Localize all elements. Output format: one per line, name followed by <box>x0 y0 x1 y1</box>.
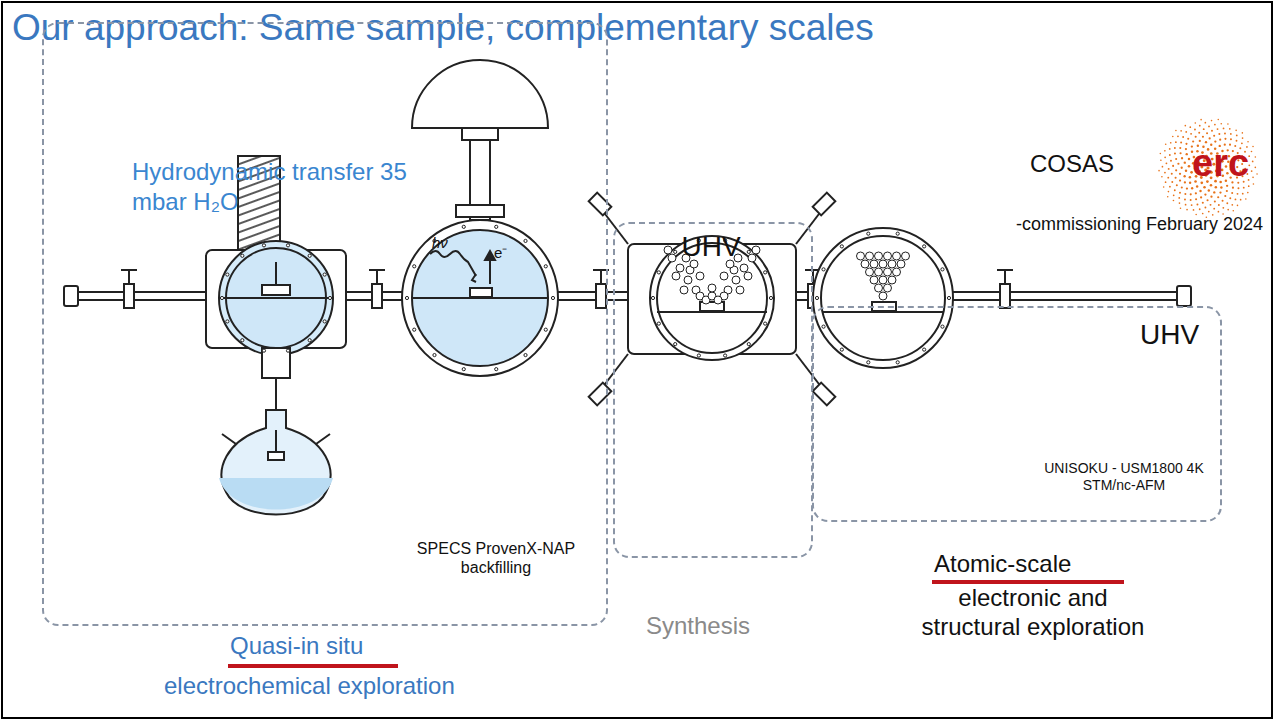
electron-symbol: e⁻ <box>494 244 507 262</box>
photon-symbol: hν <box>432 234 448 252</box>
caption-text: electrochemical exploration <box>164 672 455 701</box>
caption-heading: Quasi-in situ <box>230 632 363 661</box>
caption-text: electronic and structural exploration <box>918 584 1148 642</box>
dashed-region: UHV <box>613 222 813 558</box>
funder-logo: erc <box>1192 144 1249 182</box>
project-name: COSAS <box>1030 150 1114 179</box>
dashed-region: Hydrodynamic transfer 35 mbar H₂O SPECS P… <box>42 22 608 626</box>
instrument-label: UNISOKU - USM1800 4K STM/nc-AFM <box>1034 460 1214 494</box>
vacuum-label: UHV <box>615 230 807 264</box>
note: -commissioning February 2024 <box>1016 214 1263 236</box>
chamber-heading: Hydrodynamic transfer 35 mbar H₂O <box>132 157 432 217</box>
caption-heading: Atomic-scale <box>934 550 1071 579</box>
vacuum-label: UHV <box>1140 318 1199 352</box>
instrument-label: SPECS ProvenX-NAP backfilling <box>416 539 576 577</box>
dashed-region: UHV UNISOKU - USM1800 4K STM/nc-AFM <box>812 306 1222 522</box>
stage-label: Synthesis <box>646 612 750 641</box>
title: Our approach: Same sample, complementary… <box>12 6 874 50</box>
